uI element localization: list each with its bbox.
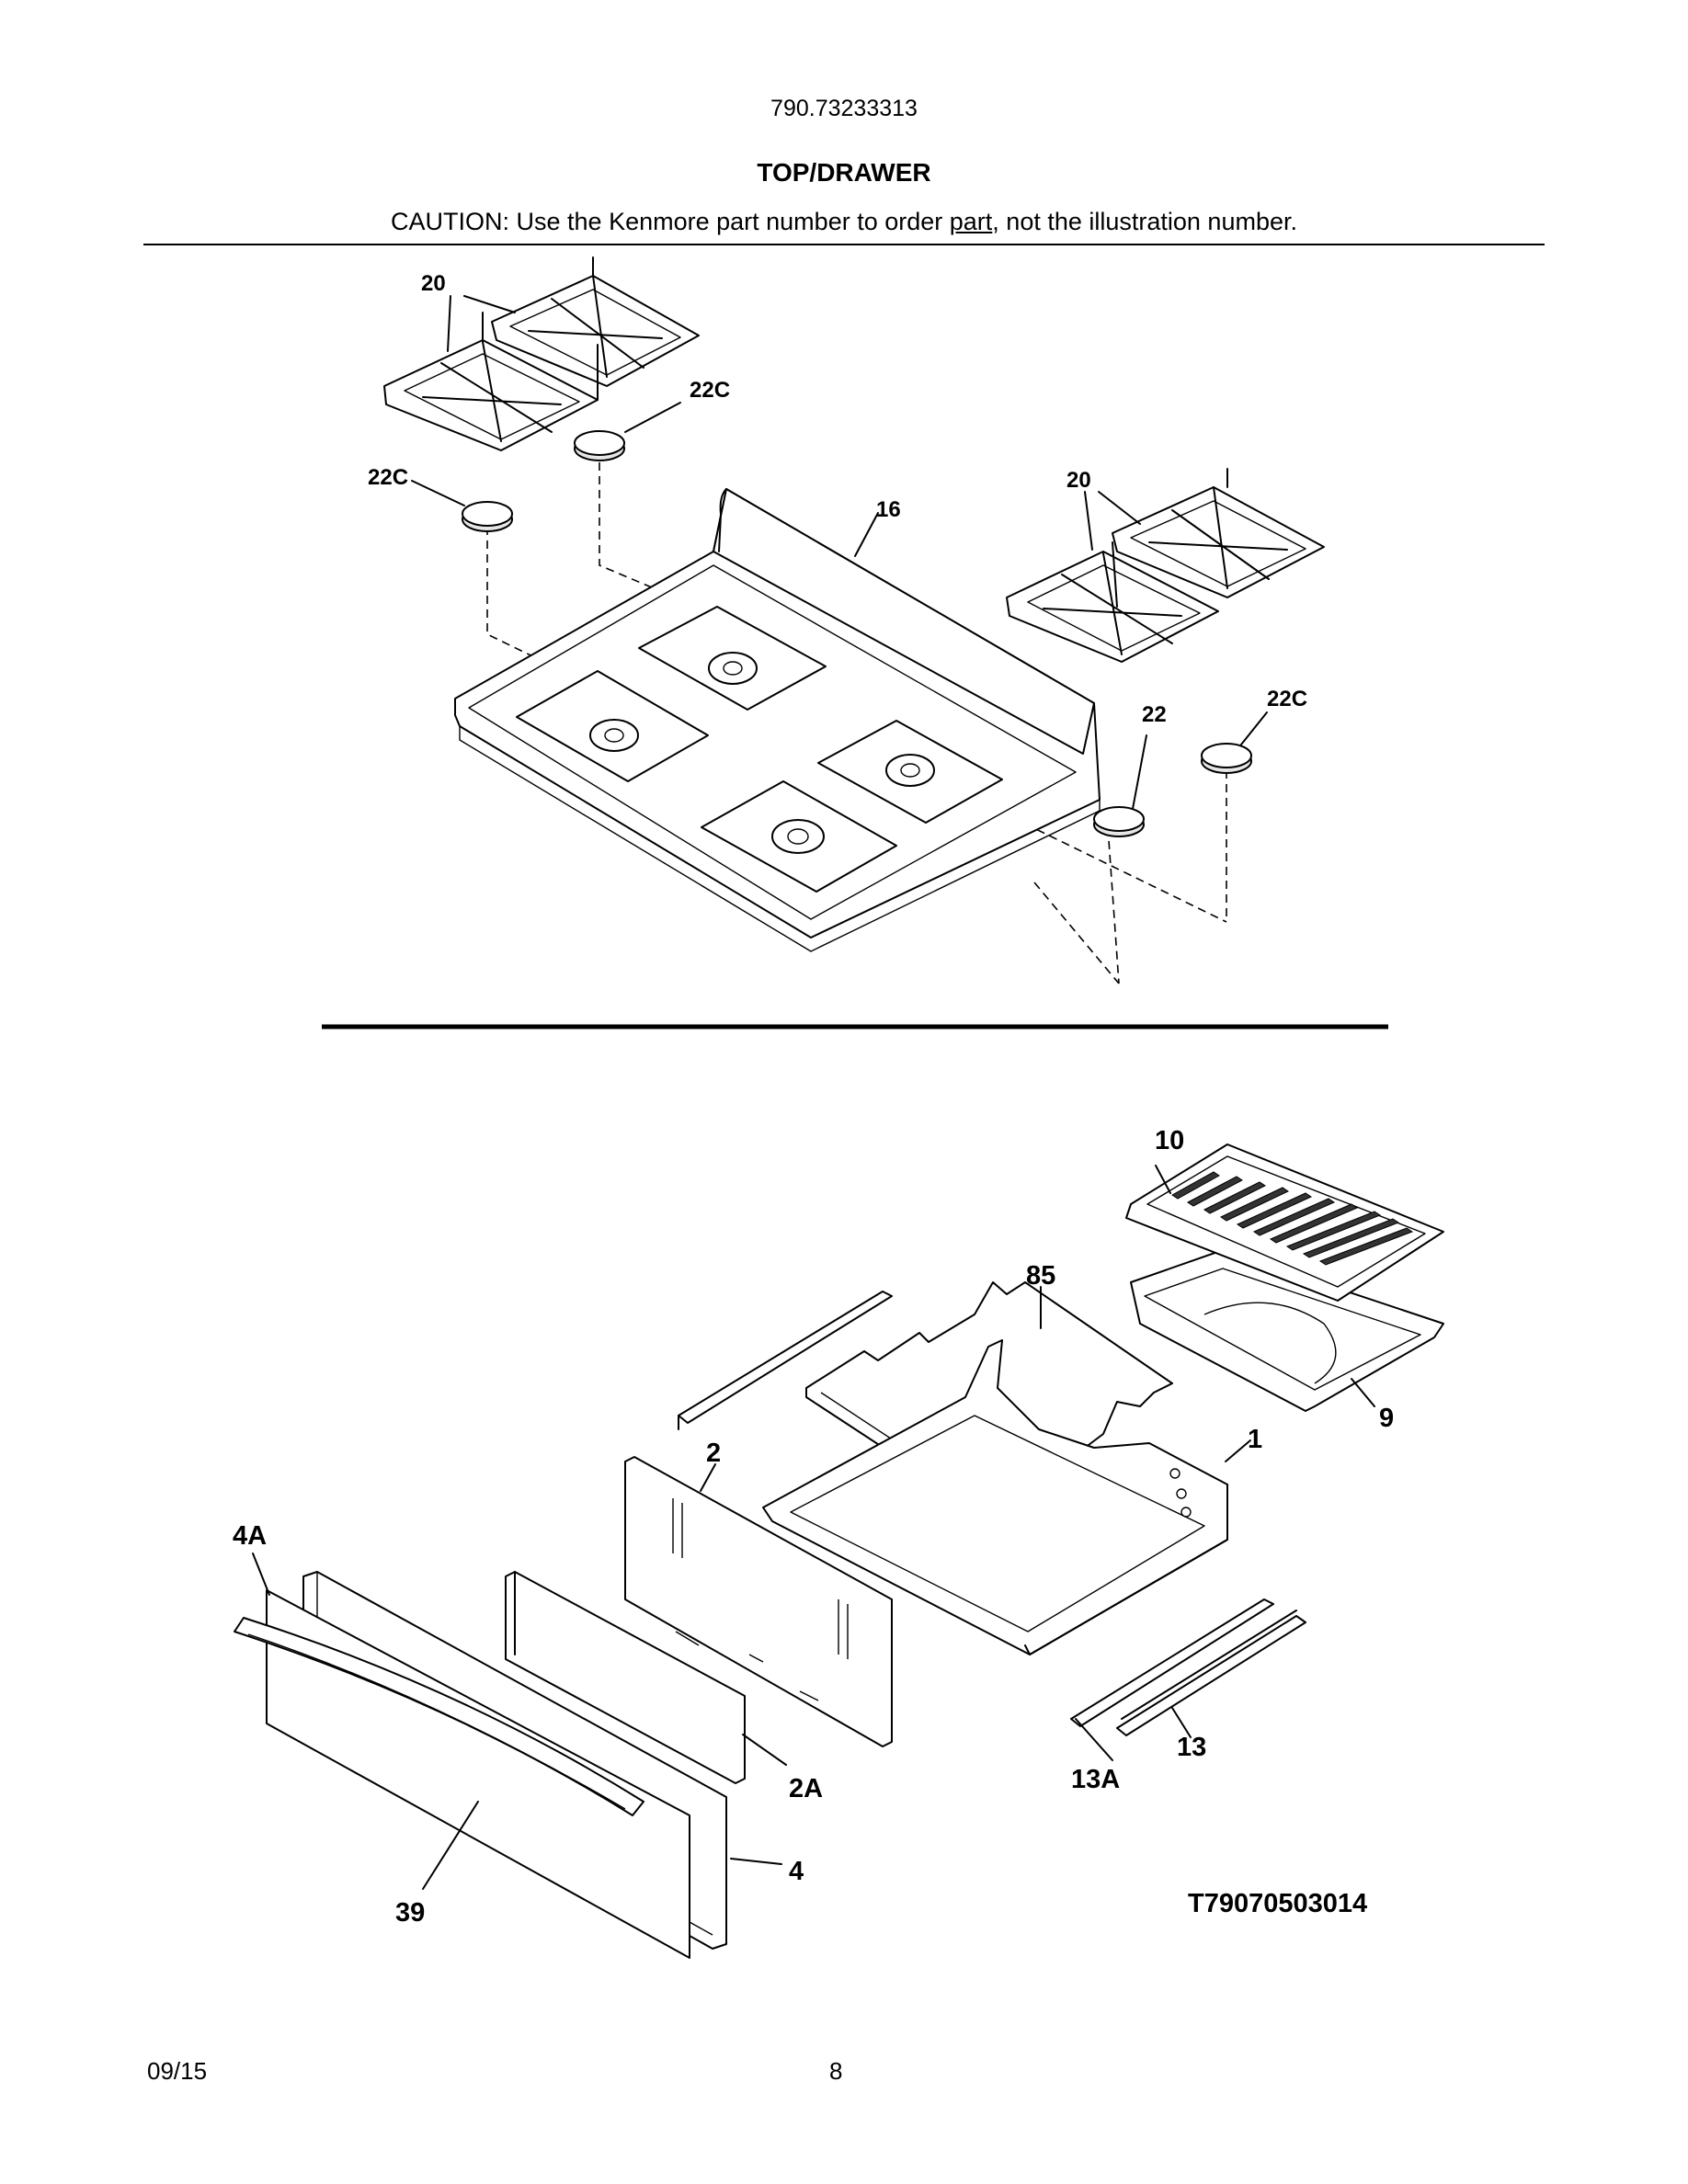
section-title: TOP/DRAWER [757, 158, 931, 187]
callout-20-right: 20 [1066, 468, 1091, 493]
caution-text: CAUTION: Use the Kenmore part number to … [391, 208, 950, 235]
drawer-pan-1 [762, 1339, 1228, 1655]
callout-13a: 13A [1071, 1765, 1120, 1794]
slide-rail-13A [1070, 1598, 1274, 1727]
drawer-front-4 [266, 1571, 727, 1959]
callout-39: 39 [395, 1898, 425, 1928]
burner-cap-left-lower [462, 501, 513, 532]
burner-cap-right-22c [1201, 743, 1252, 774]
callout-20-left: 20 [421, 271, 446, 296]
callout-16: 16 [876, 497, 901, 522]
burner-cap-right-22 [1093, 806, 1145, 837]
callout-10: 10 [1155, 1126, 1184, 1155]
drawer-assembly: 10 85 9 1 2 4A 2A 4 39 13 13A T790705030… [233, 1126, 1444, 1959]
model-number: 790.73233313 [770, 96, 918, 121]
slide-rail-13 [1116, 1610, 1306, 1736]
footer-date: 09/15 [147, 2057, 208, 2085]
callout-2a: 2A [789, 1774, 823, 1803]
burner-heads [589, 652, 935, 854]
cooktop-16 [454, 488, 1101, 952]
callout-2: 2 [706, 1439, 721, 1468]
broiler-grid-10 [1125, 1143, 1444, 1302]
handle-39 [234, 1617, 644, 1816]
drawer-liner-2A [505, 1571, 746, 1784]
burner-caps [462, 430, 1252, 837]
header-rule [143, 244, 1545, 245]
callout-22c-lower: 22C [368, 465, 408, 490]
callout-4: 4 [789, 1857, 804, 1886]
callout-4a: 4A [233, 1521, 267, 1551]
grate-pair-right-20 [1006, 468, 1325, 663]
caution-text-end: , not the illustration number. [992, 208, 1297, 235]
callout-22c-right: 22C [1267, 687, 1307, 711]
drawer-leader-lines [252, 1165, 1375, 1890]
callout-22: 22 [1142, 702, 1167, 727]
callout-1: 1 [1248, 1425, 1262, 1454]
page-number: 8 [829, 2057, 843, 2085]
caution-underlined-word: part [949, 208, 993, 235]
callout-22c-upper: 22C [690, 378, 730, 403]
illustration-id: T79070503014 [1188, 1889, 1367, 1918]
drawer-back-2 [624, 1456, 893, 1747]
grid-slots [1171, 1171, 1414, 1266]
callout-9: 9 [1379, 1404, 1394, 1433]
grate-pair-left-20 [383, 256, 700, 451]
caution-note: CAUTION: Use the Kenmore part number to … [0, 208, 1688, 236]
callout-85: 85 [1026, 1261, 1055, 1291]
top-leader-lines [411, 295, 1268, 810]
callout-13: 13 [1177, 1733, 1206, 1762]
slide-rail-left [678, 1291, 893, 1430]
cooktop-assembly: 20 22C 22C 16 20 22 22C [368, 256, 1325, 984]
burner-cap-left-upper [574, 430, 625, 461]
